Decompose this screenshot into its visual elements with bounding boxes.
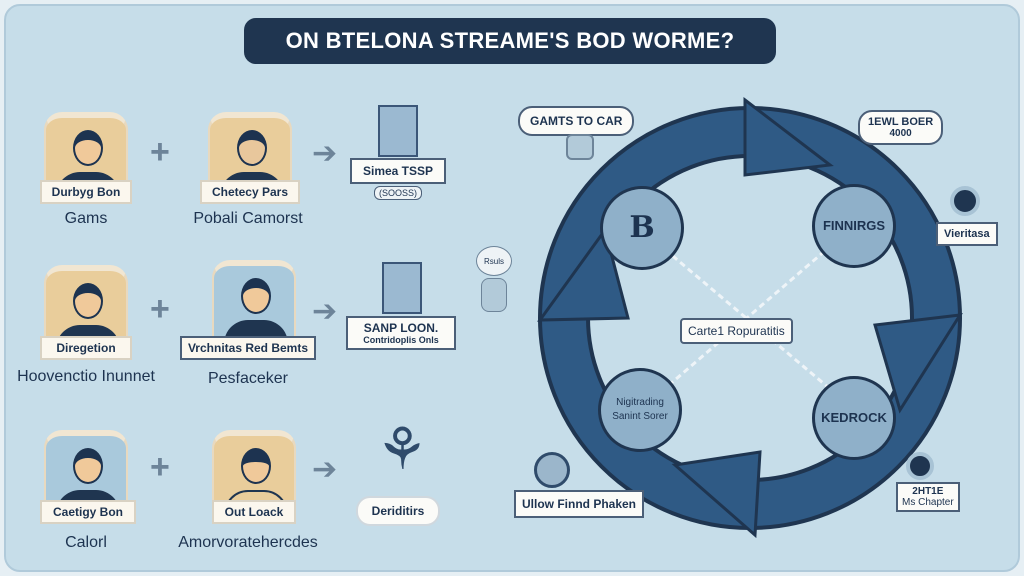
cycle-arrowhead	[671, 450, 762, 539]
caption: Pobali Camorst	[193, 210, 303, 227]
arrow-right-icon: ➔	[312, 453, 338, 486]
lightbulb-label: Rsuls	[476, 246, 512, 276]
portrait-label: Diregetion	[40, 336, 132, 360]
building-icon	[382, 262, 422, 314]
caption: Amorvoratehercdes	[178, 534, 318, 551]
caption: Hoovenctio Inunnet	[17, 368, 155, 385]
result-sub: Contridoplis Onls	[363, 335, 439, 345]
caption: Pesfaceker	[207, 370, 289, 387]
cycle-arrowhead	[743, 96, 834, 177]
result-label: SANP LOON.	[363, 321, 439, 335]
lightbulb-icon	[481, 278, 507, 312]
plus-icon: +	[150, 448, 170, 486]
device-icon	[566, 134, 594, 160]
caption: Gams	[64, 210, 108, 227]
cycle-node: FINNIRGS	[812, 184, 896, 268]
plus-icon: +	[150, 290, 170, 328]
tree-icon: ⚘	[376, 417, 428, 482]
cycle-node: Nigitrading Sanint Sorer	[598, 368, 682, 452]
cycle-arrowhead	[873, 313, 963, 414]
center-label: Carte1 Ropuratitis	[680, 318, 793, 344]
portrait-label: Caetigy Bon	[40, 500, 136, 524]
arrow-right-icon: ➔	[312, 137, 338, 170]
portrait-label: Chetecy Pars	[200, 180, 300, 204]
portrait	[212, 260, 296, 346]
callout-right: Vieritasa	[936, 222, 998, 246]
callout-title: 1EWL BOER	[868, 116, 934, 128]
result-box: Simea TSSP	[350, 158, 446, 184]
callout-sub: Ms Chapter	[902, 497, 954, 508]
result-box: Deriditirs	[356, 496, 440, 526]
portrait-label: Vrchnitas Red Bemts	[180, 336, 316, 360]
connector-line	[639, 223, 856, 412]
plus-icon: +	[150, 133, 170, 171]
callout-top-left: GAMTS TO CAR	[518, 106, 635, 136]
callout-title: 2HT1E	[912, 486, 944, 497]
callout-value: 4000	[889, 128, 912, 139]
arrow-right-icon: ➔	[312, 295, 338, 328]
portrait-label: Out Loack	[212, 500, 296, 524]
callout-bottom-left: Ullow Finnd Phaken	[514, 490, 645, 518]
cycle-node: B	[600, 186, 684, 270]
gauge-icon	[534, 452, 570, 488]
result-sub: (SOOSS)	[374, 186, 423, 200]
sun-icon	[906, 452, 934, 480]
building-icon	[378, 105, 418, 157]
title-banner: ON BTELONA STREAME'S BOD WORME?	[244, 18, 776, 64]
caption: Calorl	[65, 534, 107, 551]
portrait-label: Durbyg Bon	[40, 180, 132, 204]
cycle-arrowhead	[537, 226, 630, 322]
sun-icon	[950, 186, 980, 216]
connector-line	[641, 228, 856, 412]
result-box: SANP LOON.Contridoplis Onls	[346, 316, 456, 350]
cycle-node: KEDROCK	[812, 376, 896, 460]
cycle-diagram	[537, 96, 963, 539]
